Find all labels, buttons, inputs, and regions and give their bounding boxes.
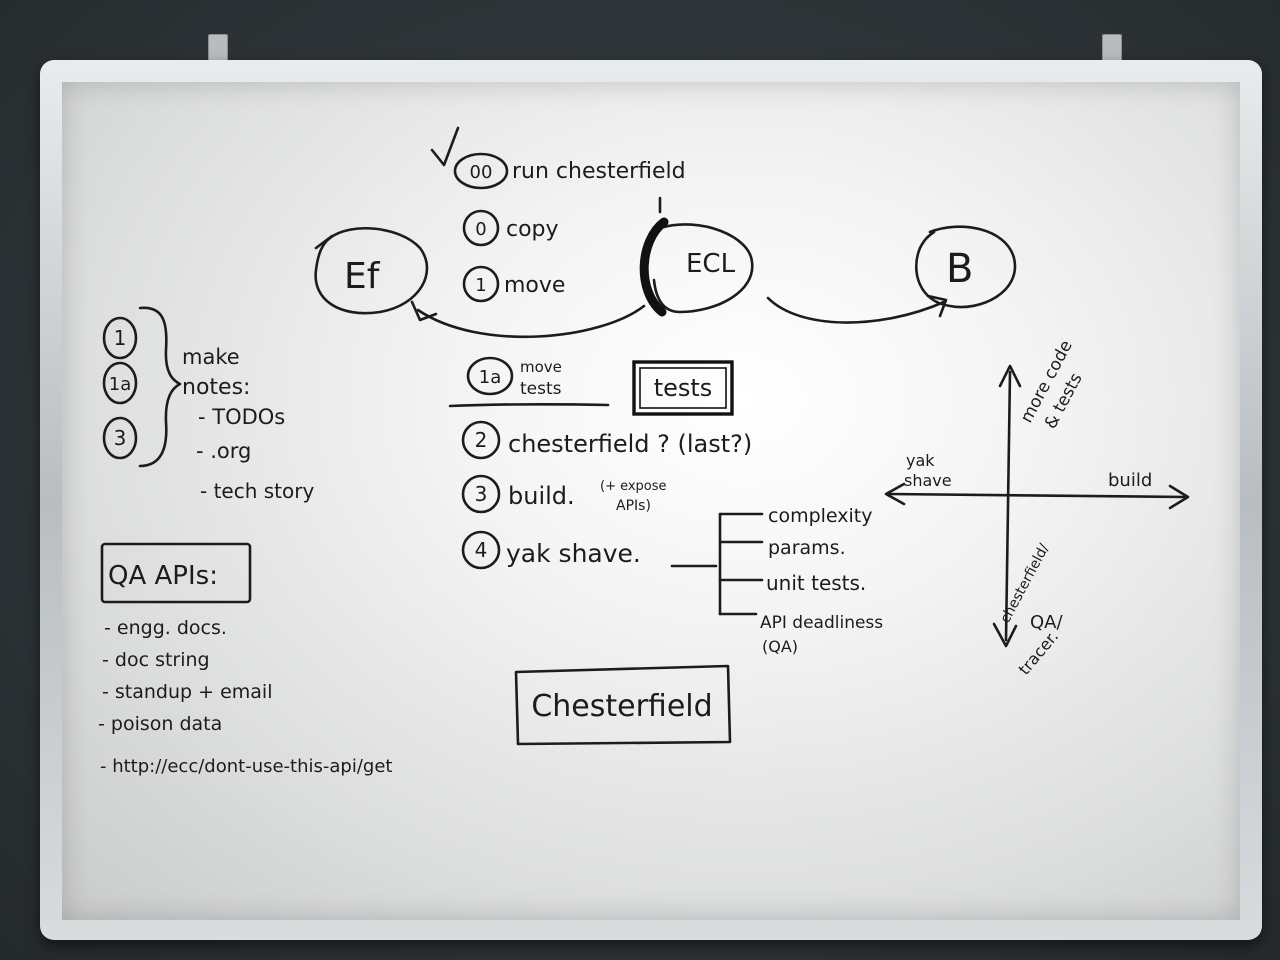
step-circle-1a [466, 356, 514, 396]
make-notes-org: - .org [196, 439, 251, 463]
axis-vertical [1004, 370, 1012, 642]
step-text-3: build. [508, 482, 575, 510]
qa-item-doc-string: - doc string [102, 649, 210, 671]
yak-branch-qa: (QA) [762, 637, 798, 656]
yak-branch-api-deadliness: API deadliness [760, 613, 883, 633]
make-notes-line1: make [182, 345, 240, 369]
step-circle-0 [462, 209, 500, 247]
step-text-4: yak shave. [506, 539, 641, 568]
brace-circle-1 [102, 316, 138, 360]
chesterfield-box [514, 664, 732, 746]
step-tag-00: 00 [470, 162, 493, 183]
node-ecl-circle [652, 223, 754, 314]
qa-item-url: - http://ecc/dont-use-this-api/get [100, 756, 392, 777]
qa-apis-title: QA APIs: [108, 561, 218, 591]
qa-item-poison-data: - poison data [98, 713, 222, 735]
divider-line [448, 403, 610, 408]
axis-left-line1: yak [906, 451, 935, 470]
make-notes-todos: - TODOs [198, 405, 285, 429]
curly-brace [138, 306, 182, 468]
yak-branch-params: params. [768, 537, 846, 559]
step-circle-4 [461, 530, 501, 570]
step-circle-3 [461, 474, 501, 514]
axis-left-line2: shave [904, 471, 952, 490]
check-mark [430, 126, 460, 167]
step-1a-line1: move [520, 358, 562, 376]
qa-item-standup-email: - standup + email [102, 681, 273, 703]
make-notes-tech-story: - tech story [200, 479, 314, 503]
ecl-marker-crescent [639, 217, 669, 317]
step-text-00: run chesterfield [512, 159, 686, 184]
chesterfield-box-label: Chesterfield [531, 689, 712, 724]
brace-tag-1: 1 [114, 326, 127, 350]
step-tag-4: 4 [475, 538, 488, 562]
step-tag-1: 1 [475, 275, 486, 296]
node-b-label: B [946, 246, 973, 292]
step-circle-1 [462, 265, 500, 303]
step-tag-2: 2 [475, 428, 488, 452]
brace-circle-1a [102, 361, 138, 405]
brace-tag-1a: 1a [109, 374, 131, 395]
axis-horizontal [886, 492, 1188, 499]
axis-right-label: build [1108, 470, 1152, 491]
axis-down-line3: tracer. [1015, 627, 1063, 679]
tests-box [632, 360, 734, 416]
step-3-note-line2: APIs) [616, 498, 651, 514]
node-b-circle [915, 225, 1017, 309]
node-ef-circle [314, 227, 429, 315]
step-tag-0: 0 [475, 219, 486, 240]
make-notes-line2: notes: [182, 375, 250, 400]
step-3-note-line1: (+ expose [600, 479, 667, 494]
step-1a-line2: tests [520, 379, 562, 399]
brace-tag-3: 3 [114, 426, 127, 450]
step-circle-00 [453, 152, 509, 190]
whiteboard-surface [62, 82, 1240, 920]
step-text-1: move [504, 273, 565, 298]
step-text-2: chesterfield ? (last?) [508, 430, 752, 458]
axis-down-line2: QA/ [1030, 612, 1063, 633]
arrow-ecl-to-ef [416, 304, 646, 339]
node-ef-label: Ef [344, 256, 381, 297]
step-tag-3: 3 [475, 482, 488, 506]
step-tag-1a: 1a [479, 367, 501, 388]
arrow-ecl-to-b [766, 296, 946, 324]
qa-item-engg-docs: - engg. docs. [104, 617, 227, 639]
brace-circle-3 [102, 416, 138, 460]
tests-box-label: tests [654, 374, 713, 402]
qa-apis-box [100, 542, 252, 604]
node-ecl-label: ECL [686, 249, 736, 279]
yak-branch-complexity: complexity [768, 505, 873, 527]
yak-branch-unit-tests: unit tests. [766, 571, 866, 595]
step-circle-2 [461, 420, 501, 460]
step-text-0: copy [506, 217, 559, 242]
